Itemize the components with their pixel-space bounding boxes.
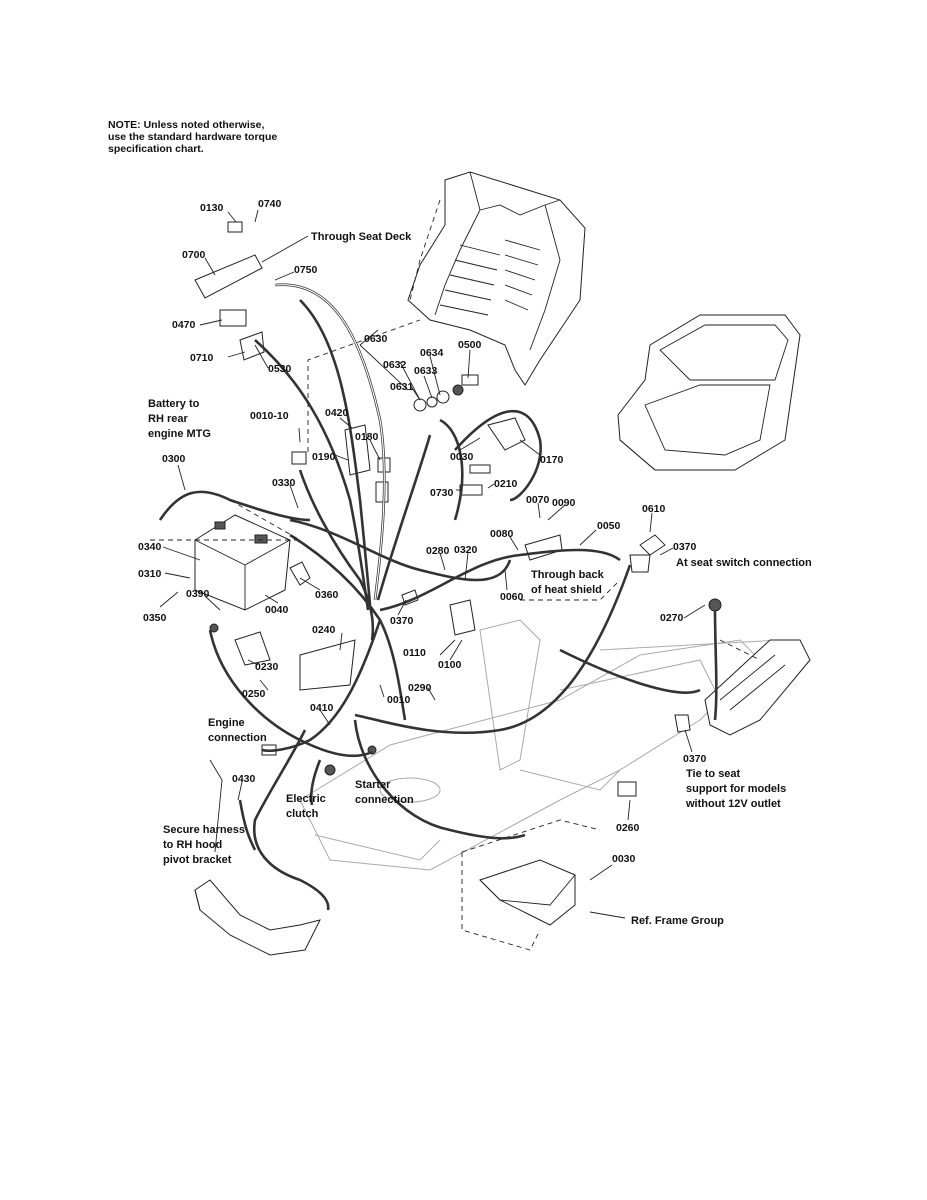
small-parts	[194, 221, 691, 776]
callout-line: to RH hood	[163, 839, 222, 851]
callout-ref-frame-group: Ref. Frame Group	[631, 915, 724, 927]
part-label: 0030	[612, 853, 636, 865]
part-label: 0090	[552, 497, 576, 509]
part-label: 0210	[494, 478, 518, 490]
callout-tie-to-seat: Tie to seat support for models without 1…	[685, 768, 786, 810]
callout-line: without 12V outlet	[685, 798, 781, 810]
part-label: 0710	[190, 352, 214, 364]
callout-line: Through back	[531, 569, 605, 581]
callout-line: Starter	[355, 779, 391, 791]
part-label: 0631	[390, 381, 414, 393]
callout-line: engine MTG	[148, 428, 211, 440]
part-label: 0280	[426, 545, 450, 557]
part-label: 0060	[500, 591, 524, 603]
seat-switch-assembly	[639, 534, 811, 736]
part-label: 0350	[143, 612, 167, 624]
part-label: 0700	[182, 249, 206, 261]
callout-line: RH rear	[148, 413, 188, 425]
part-label: 0630	[364, 333, 388, 345]
part-label: 0010	[387, 694, 411, 706]
callout-engine-connection: Engine connection	[208, 717, 267, 744]
part-number-labels: 0130 0740 0700 0750 0470 0710 0530 0630 …	[138, 198, 707, 865]
callout-line: of heat shield	[531, 584, 602, 596]
callout-electric-clutch: Electric clutch	[286, 793, 326, 820]
part-label: 0420	[325, 407, 349, 419]
callout-line: Battery to	[148, 398, 200, 410]
callout-line: clutch	[286, 808, 319, 820]
part-label: 0100	[438, 659, 462, 671]
torque-note: NOTE: Unless noted otherwise, use the st…	[108, 119, 368, 155]
part-label: 0632	[383, 359, 407, 371]
callout-line: support for models	[686, 783, 786, 795]
part-label: 0110	[403, 647, 426, 659]
part-label: 0310	[138, 568, 162, 580]
part-label: 0030	[450, 451, 474, 463]
part-label: 0370	[673, 541, 697, 553]
note-line-1: NOTE: Unless noted otherwise,	[108, 119, 265, 131]
part-label: 0130	[200, 202, 224, 214]
part-label: 0633	[414, 365, 438, 377]
callout-secure-harness: Secure harness to RH hood pivot bracket	[163, 824, 245, 866]
part-label: 0180	[355, 431, 379, 443]
part-label: 0470	[172, 319, 196, 331]
frame-bracket	[461, 781, 637, 951]
callouts: Through Seat Deck Battery to RH rear eng…	[148, 231, 812, 927]
part-label: 0730	[430, 487, 454, 499]
part-label: 0290	[408, 682, 432, 694]
part-label: 0360	[315, 589, 339, 601]
part-label: 0610	[642, 503, 666, 515]
part-label: 0070	[526, 494, 550, 506]
wire-harness	[158, 283, 718, 911]
note-line-2: use the standard hardware torque	[108, 131, 278, 143]
part-label: 0750	[294, 264, 318, 276]
hood-pivot-bracket	[194, 879, 321, 956]
part-label: 0010-10	[250, 410, 289, 422]
part-label: 0430	[232, 773, 256, 785]
part-label: 0270	[660, 612, 684, 624]
part-label: 0230	[255, 661, 279, 673]
part-label: 0634	[420, 347, 444, 359]
part-label: 0410	[310, 702, 334, 714]
part-label: 0170	[540, 454, 564, 466]
part-label: 0370	[683, 753, 707, 765]
callout-starter: Starter connection	[355, 779, 414, 806]
fender-grille	[439, 239, 541, 316]
callout-line: Engine	[208, 717, 245, 729]
callout-line: connection	[208, 732, 267, 744]
leader-lines	[150, 209, 761, 919]
part-label: 0300	[162, 453, 186, 465]
part-label: 0040	[265, 604, 289, 616]
note-line-3: specification chart.	[108, 143, 204, 155]
part-label: 0740	[258, 198, 282, 210]
part-label: 0250	[242, 688, 266, 700]
callout-line: Secure harness	[163, 824, 245, 836]
part-label: 0320	[454, 544, 478, 556]
callout-line: connection	[355, 794, 414, 806]
part-label: 0330	[272, 477, 296, 489]
part-label: 0240	[312, 624, 336, 636]
part-label: 0080	[490, 528, 514, 540]
part-label: 0190	[312, 451, 336, 463]
seat	[617, 314, 801, 471]
part-label: 0370	[390, 615, 414, 627]
frame-outline	[299, 619, 801, 871]
part-label: 0050	[597, 520, 621, 532]
battery	[194, 514, 291, 611]
callout-through-seat-deck: Through Seat Deck	[311, 231, 412, 243]
fender-housing	[407, 171, 586, 386]
callout-line: Electric	[286, 793, 326, 805]
callout-battery: Battery to RH rear engine MTG	[148, 398, 211, 440]
part-label: 0340	[138, 541, 162, 553]
part-label: 0260	[616, 822, 640, 834]
callout-line: Tie to seat	[686, 768, 741, 780]
callout-line: pivot bracket	[163, 854, 232, 866]
part-label: 0500	[458, 339, 482, 351]
part-label: 0390	[186, 588, 210, 600]
part-label: 0530	[268, 363, 292, 375]
callout-heat-shield: Through back of heat shield	[531, 569, 605, 596]
callout-seat-switch: At seat switch connection	[676, 557, 812, 569]
